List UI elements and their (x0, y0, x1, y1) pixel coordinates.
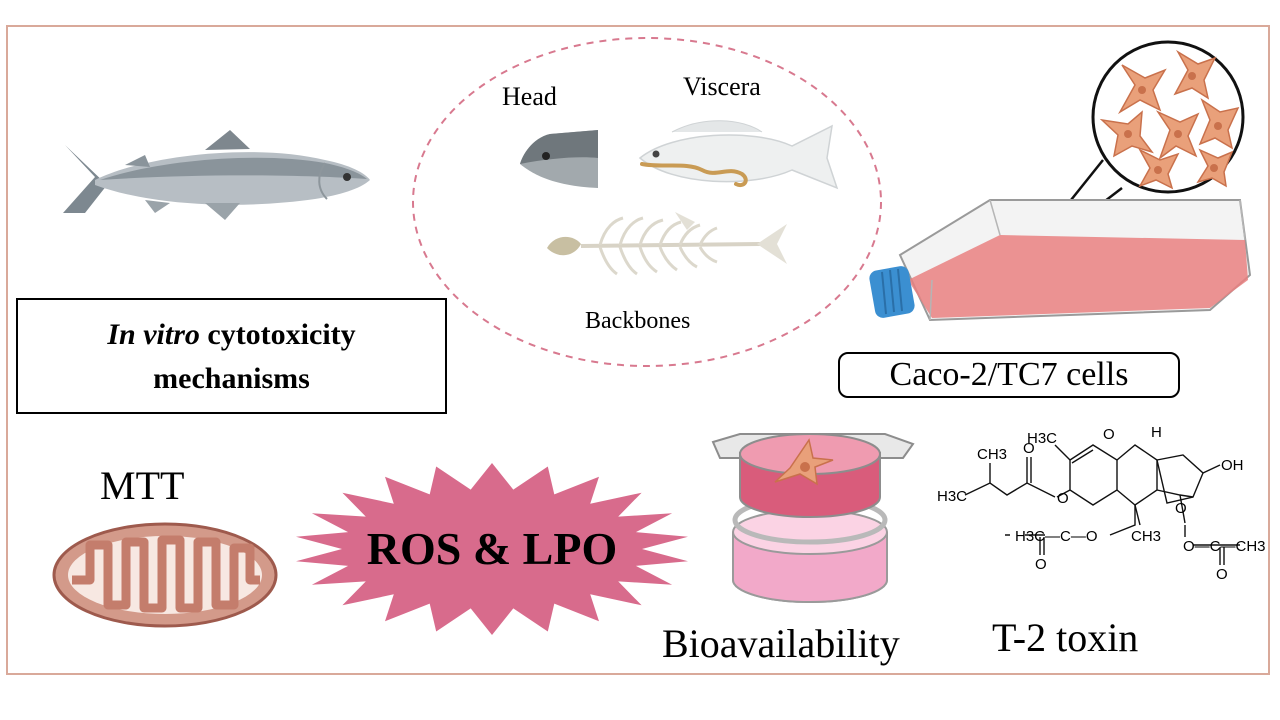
mtt-label: MTT (100, 463, 185, 508)
cytotoxicity-box (16, 298, 447, 414)
mol-o-ring: O (1103, 426, 1115, 443)
mol-h3c-left: H3C (937, 488, 967, 505)
mol-o-dbl-c: O (1216, 566, 1228, 583)
t2-toxin-structure: H3C O H OH O CH3 H3C O O H3C—C—O CH3 O—C… (937, 424, 1266, 583)
viscera-label: Viscera (683, 72, 761, 101)
figure-frame (6, 25, 1270, 675)
caco-label-box (838, 352, 1180, 398)
mol-o-ester-a: O (1023, 440, 1035, 457)
fish-byproducts-ellipse (412, 37, 882, 367)
mol-h-top: H (1151, 424, 1162, 441)
caco-label: Caco-2/TC7 cells (889, 356, 1129, 393)
backbones-label: Backbones (585, 308, 691, 334)
mol-o-epoxide: O (1175, 500, 1187, 517)
cytotoxicity-word: cytotoxicity (199, 318, 356, 351)
mol-h3c-top: H3C (1027, 430, 1057, 447)
t2-toxin-label: T-2 toxin (992, 615, 1139, 660)
head-label: Head (502, 82, 557, 111)
mol-ch3-a: CH3 (977, 446, 1007, 463)
cell-culture-flask-icon (869, 40, 1252, 322)
bioavailability-label: Bioavailability (662, 621, 900, 666)
viscera-fish-icon (638, 120, 839, 190)
ros-lpo-burst (296, 463, 688, 635)
fish-backbone-icon (547, 212, 787, 276)
fish-head-icon (520, 130, 598, 188)
cytotoxicity-line2: mechanisms (153, 362, 310, 395)
mol-oh: OH (1221, 457, 1244, 474)
mol-ch3-b: CH3 (1131, 528, 1161, 545)
mitochondria-icon (52, 522, 278, 628)
in-vitro-italic: In vitro (107, 318, 200, 351)
mol-acetyl-a: H3C—C—O (1015, 528, 1098, 545)
ros-lpo-label: ROS & LPO (366, 523, 618, 574)
mol-o-c-ch3: O—C—CH3 (1183, 538, 1266, 555)
salmon-fish-icon (63, 130, 370, 220)
mol-o-ester-b: O (1057, 490, 1069, 507)
mol-o-dbl-a: O (1035, 556, 1047, 573)
cytotoxicity-line1: In vitro cytotoxicity (16, 318, 447, 352)
transwell-insert-icon (711, 433, 915, 603)
